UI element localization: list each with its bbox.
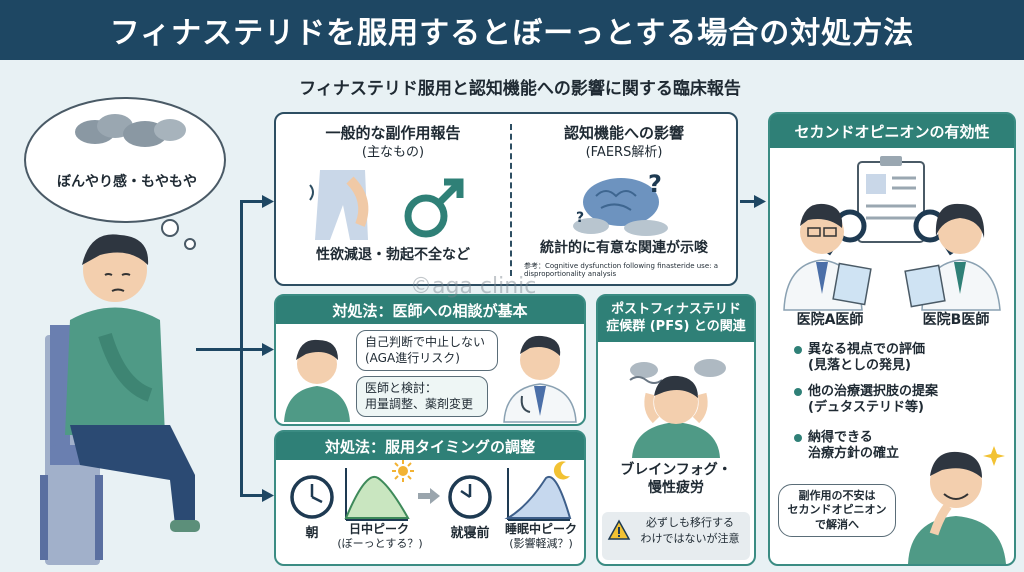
moon-icon <box>553 461 570 480</box>
cognitive-caption: 統計的に有意な関連が示唆 <box>540 240 708 256</box>
doctor-b-illustration <box>904 203 1001 311</box>
bedtime-clock-icon <box>448 475 492 519</box>
pfs-caption-line2: 慢性疲労 <box>648 480 704 496</box>
bubble-line3: で解消へ <box>815 517 859 531</box>
benefit-line2: (見落としの発見) <box>808 358 911 374</box>
bedtime-label: 就寝前 <box>450 526 490 541</box>
speech-bubble-consider: 医師と検討： 用量調整、薬剤変更 <box>356 376 488 418</box>
benefit-line1: 異なる視点での評価 <box>808 342 926 357</box>
bubble2-line1: 医師と検討： <box>365 381 438 395</box>
benefit-item: 納得できる 治療方針の確立 <box>794 430 899 463</box>
sun-icon <box>392 460 414 482</box>
brain-fog-icon: ? ? <box>573 170 668 236</box>
pfs-title-line2: 症候群 (PFS) との関連 <box>606 319 746 334</box>
thought-bubble-text: ぼんやり感・もやもや <box>57 174 197 190</box>
patient-illustration <box>284 339 350 422</box>
day-peak-graph <box>344 468 410 521</box>
reassurance-bubble: 副作用の不安は セカンドオピニオン で解消へ <box>778 484 896 537</box>
night-peak-note: (影響軽減？) <box>509 537 573 550</box>
reference-label: 参考： <box>524 262 545 270</box>
smiling-person-illustration <box>908 446 1006 564</box>
second-opinion-title: セカンドオピニオンの有効性 <box>770 114 1014 148</box>
benefit-item: 他の治療選択肢の提案 (デュタステリド等) <box>794 384 938 417</box>
doctor-b-label: 医院B医師 <box>922 312 990 328</box>
arrow-right-icon <box>754 195 766 208</box>
bullet-dot-icon <box>794 345 802 354</box>
arrow-right-icon <box>262 343 274 356</box>
pfs-title: ポストフィナステリド 症候群 (PFS) との関連 <box>598 296 754 342</box>
headache-person-illustration <box>629 359 726 458</box>
side-effects-caption: 性欲減退・勃起不全など <box>316 247 470 263</box>
doctor-illustration <box>503 335 577 423</box>
side-effects-title: 一般的な副作用報告 <box>325 124 461 142</box>
pfs-title-line1: ポストフィナステリド <box>611 302 741 318</box>
cognitive-title: 認知機能への影響 <box>563 124 684 142</box>
bubble-line1: 副作用の不安は <box>798 489 876 502</box>
benefit-line2: (デュタステリド等) <box>808 400 924 416</box>
thought-cloud <box>24 97 226 250</box>
warning-icon <box>607 519 631 540</box>
cognitive-subtitle: (FAERS解析) <box>585 145 663 160</box>
benefit-line1: 他の治療選択肢の提案 <box>808 384 939 399</box>
confused-person-illustration <box>40 234 200 565</box>
medical-chart-icon <box>857 156 925 243</box>
bullet-dot-icon <box>794 387 802 396</box>
speech-bubble-no-stop: 自己判断で中止しない (AGA進行リスク) <box>356 330 498 372</box>
doctor-a-label: 医院A医師 <box>796 312 864 328</box>
bubble1-line1: 自己判断で中止しない <box>365 335 486 349</box>
pfs-caption-line1: ブレインフォグ・ <box>620 462 732 478</box>
arrow-right-icon <box>262 489 274 502</box>
section-subtitle: フィナステリド服用と認知機能への影響に関する臨床報告 <box>299 79 741 99</box>
body-illustration <box>309 170 369 240</box>
svg-text:?: ? <box>648 170 662 198</box>
reference-text: Cognitive dysfunction following finaster… <box>524 262 719 279</box>
connector-middle <box>196 348 264 351</box>
reference-citation: 参考：Cognitive dysfunction following finas… <box>524 262 734 279</box>
arrow-right-icon <box>262 195 274 208</box>
timing-title: 対処法：服用タイミングの調整 <box>276 432 584 460</box>
bullet-dot-icon <box>794 433 802 442</box>
connector-to-second-opinion <box>740 200 756 203</box>
card-divider <box>510 124 512 276</box>
morning-label: 朝 <box>305 526 319 541</box>
morning-clock-icon <box>290 475 334 519</box>
pfs-note-line2: わけではないが注意 <box>640 532 740 545</box>
svg-text:?: ? <box>576 210 584 226</box>
day-peak-label: 日中ピーク <box>348 522 409 536</box>
night-peak-graph <box>504 468 572 521</box>
page-title: フィナステリドを服用するとぼーっとする場合の対処方法 <box>0 0 1024 60</box>
watermark: ©aga clinic <box>410 274 537 299</box>
bubble1-line2: (AGA進行リスク) <box>365 350 460 365</box>
bubble2-line2: 用量調整、薬剤変更 <box>365 396 474 411</box>
benefit-line1: 納得できる <box>808 430 873 445</box>
pfs-note-line1: 必ずしも移行する <box>646 516 734 529</box>
male-symbol-icon <box>404 178 464 238</box>
connector-bottom <box>240 494 264 497</box>
benefit-line2: 治療方針の確立 <box>808 446 900 462</box>
connector-top <box>240 200 264 203</box>
arrow-right-icon <box>418 488 440 504</box>
consult-title: 対処法：医師への相談が基本 <box>276 296 584 324</box>
night-peak-label: 睡眠中ピーク <box>504 522 577 536</box>
day-peak-note: (ぼーっとする？) <box>337 537 423 550</box>
bubble-line2: セカンドオピニオン <box>787 503 887 517</box>
side-effects-subtitle: (主なもの) <box>361 145 425 160</box>
doctor-a-illustration <box>783 203 872 311</box>
benefit-item: 異なる視点での評価 (見落としの発見) <box>794 342 925 375</box>
